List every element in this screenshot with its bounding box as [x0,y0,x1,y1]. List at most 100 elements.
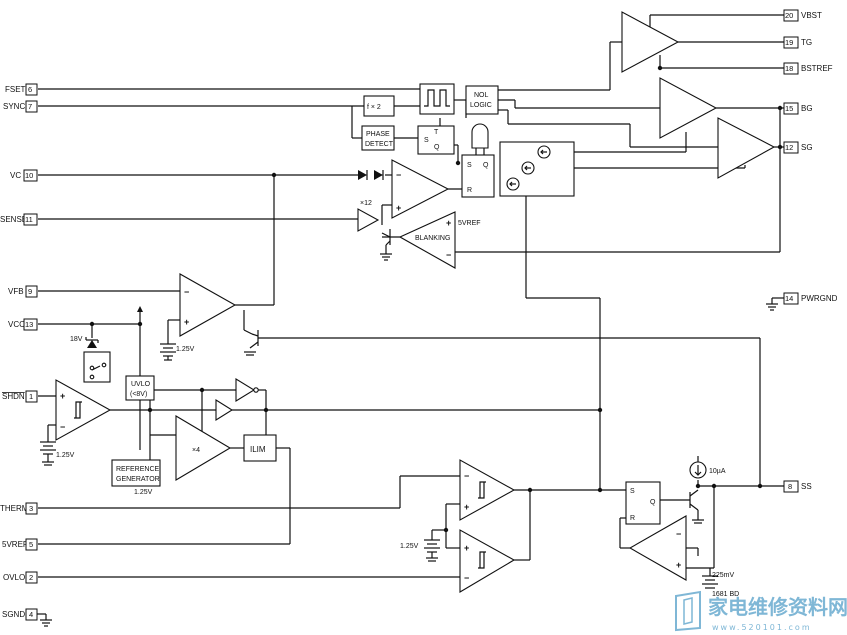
buffer-bottom [215,399,234,421]
ovlo-comparator: + − [459,529,516,593]
svg-text:2: 2 [29,573,33,582]
svg-text:10: 10 [25,171,33,180]
svg-text:9: 9 [28,287,32,296]
svg-text:18V: 18V [70,336,83,343]
svg-text:+: + [60,391,65,401]
svg-text:13: 13 [25,320,33,329]
shutdown-comparator: + − [55,379,112,441]
svg-text:R: R [630,515,635,522]
svg-text:−: − [60,422,65,432]
svg-text:REFERENCE: REFERENCE [116,466,160,473]
svg-text:−: − [464,573,469,583]
svg-text:PHASE: PHASE [366,131,390,138]
and-gate [471,123,489,149]
sense-amplifier-x12: ×12 [357,200,380,232]
vcc-up-arrow [137,306,143,312]
svg-text:−: − [446,250,451,260]
svg-text:+: + [184,317,189,327]
top-gate-driver [621,11,680,73]
svg-text:−: − [396,170,401,180]
svg-text:1.25V: 1.25V [176,346,195,353]
svg-text:f × 2: f × 2 [367,104,381,111]
svg-text:GENERATOR: GENERATOR [116,476,160,483]
svg-text:VC: VC [10,171,21,180]
pin-tg: 19 TG [783,36,812,49]
pin-pwrgnd: 14 PWRGND [766,292,838,311]
svg-text:VFB: VFB [8,287,24,296]
svg-text:11: 11 [25,215,33,224]
svg-text:LOGIC: LOGIC [470,102,492,109]
toggle-flipflop-block: S T Q [417,125,455,155]
svg-text:VBST: VBST [801,11,822,20]
pin-5vref: 5VREF 5 [2,538,38,551]
svg-text:5: 5 [29,540,33,549]
softstart-reference: 225mV 1681 BD [702,572,739,598]
svg-text:20: 20 [785,11,793,20]
svg-text:−: − [184,287,189,297]
svg-text:SS: SS [801,482,812,491]
svg-text:TG: TG [801,38,812,47]
svg-text:SG: SG [801,143,813,152]
svg-text:T: T [434,129,439,136]
pwm-latch-block: S Q R [461,154,495,198]
svg-text:+: + [446,218,451,228]
svg-text:THERM: THERM [0,504,29,513]
shutdown-reference: 1.25V [40,441,75,466]
svg-text:+: + [396,203,401,213]
svg-text:S: S [467,162,472,169]
svg-text:www.520101.com: www.520101.com [712,623,812,632]
pin-vbst: 20 VBST [783,9,822,22]
softstart-transistor [689,489,704,524]
svg-text:15: 15 [785,104,793,113]
zener-18v: 18V [70,336,99,348]
svg-text:SENSE: SENSE [0,215,27,224]
svg-text:3: 3 [29,504,33,513]
svg-text:BG: BG [801,104,813,113]
svg-text:(<8V): (<8V) [130,391,147,398]
svg-text:6: 6 [28,85,32,94]
svg-text:18: 18 [785,64,793,73]
svg-text:+: + [464,543,469,553]
svg-text:DETECT: DETECT [365,141,394,148]
svg-text:1681 BD: 1681 BD [712,591,739,598]
pwm-comparator: − + [391,159,450,219]
frequency-doubler-block: f × 2 [363,95,395,117]
svg-text:5VREF: 5VREF [2,540,28,549]
svg-text:SGND: SGND [2,610,25,619]
reference-generator-block: REFERENCE GENERATOR 1.25V [111,459,161,496]
svg-text:BLANKING: BLANKING [415,235,450,242]
softstart-comparator: − + [628,515,687,581]
bottom-gate-driver [659,77,718,139]
pin-sg: 12 SG [783,141,813,154]
svg-text:OVLO: OVLO [3,573,25,582]
svg-text:Q: Q [650,499,656,506]
svg-text:VCC: VCC [8,320,25,329]
svg-text:Q: Q [434,144,440,151]
svg-text:SHDN: SHDN [2,392,25,401]
therm-ovlo-reference: 1.25V [400,539,440,562]
sync-gate-driver [717,117,776,179]
pin-vc: VC 10 [10,169,38,182]
error-amp-reference: 1.25V [160,343,195,361]
svg-text:Q: Q [483,162,489,169]
svg-text:10µA: 10µA [709,468,726,475]
vfb-output-transistor [243,329,259,356]
svg-text:+: + [464,502,469,512]
svg-text:S: S [630,488,635,495]
svg-text:FSET: FSET [5,85,26,94]
svg-text:14: 14 [785,294,793,303]
svg-text:×12: ×12 [360,200,372,207]
svg-text:PWRGND: PWRGND [801,294,838,303]
uvlo-block: UVLO (<8V) [125,375,155,401]
inverter-top [235,378,259,402]
svg-text:1.25V: 1.25V [134,489,153,496]
svg-text:R: R [467,187,472,194]
pin-fset: FSET 6 [5,83,38,96]
svg-text:ILIM: ILIM [250,445,266,454]
softstart-latch-block: S Q R [625,481,661,525]
oscillator-waveform-block [419,83,455,115]
pin-vfb: VFB 9 [8,285,38,298]
svg-text:家电维修资料网: 家电维修资料网 [708,595,847,619]
pin-ss: 8 SS [783,480,812,493]
pin-vcc: VCC 13 [8,318,38,331]
